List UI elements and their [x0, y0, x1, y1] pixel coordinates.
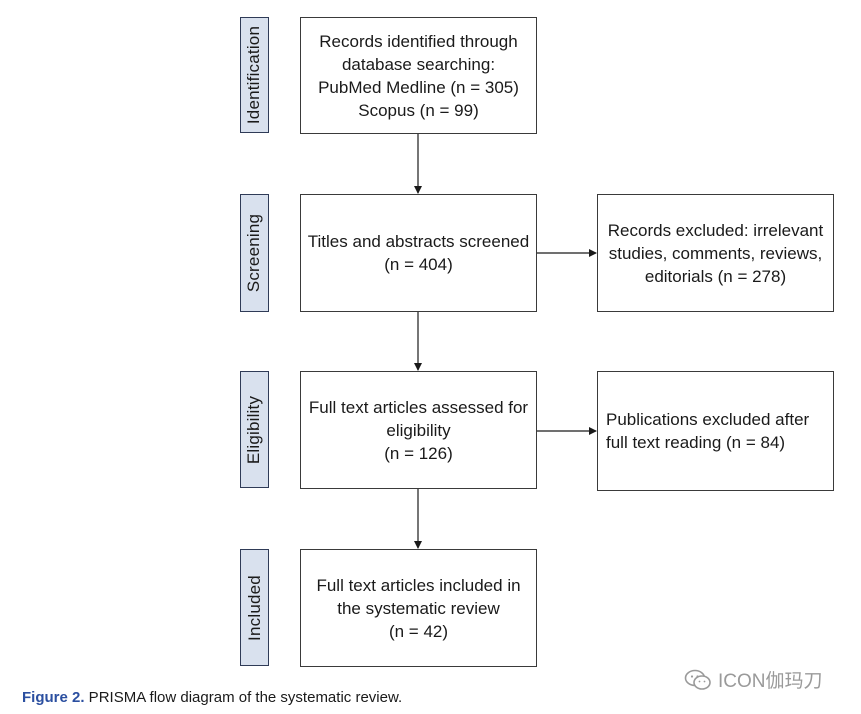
- box-line: database searching:: [341, 54, 496, 74]
- articles-included-box: Full text articles included in the syste…: [300, 549, 537, 667]
- figure-label: Figure 2.: [22, 689, 85, 706]
- box-line: Records identified through: [319, 31, 518, 51]
- box-line: studies, comments, reviews,: [608, 243, 823, 263]
- watermark-text: ICON伽玛刀: [718, 671, 823, 692]
- records-excluded-box: Records excluded: irrelevant studies, co…: [597, 194, 834, 312]
- stage-identification: Identification: [240, 17, 269, 133]
- box-line: PubMed Medline (n = 305): [318, 77, 519, 97]
- box-line: Full text articles included in: [316, 575, 521, 595]
- stage-screening: Screening: [240, 194, 269, 312]
- box-line: the systematic review: [337, 598, 500, 618]
- publications-excluded-box: Publications excluded after full text re…: [597, 371, 834, 491]
- box-line: eligibility: [386, 420, 451, 440]
- box-line: editorials (n = 278): [644, 266, 787, 286]
- box-line: Records excluded: irrelevant: [607, 220, 824, 240]
- caption-text: PRISMA flow diagram of the systematic re…: [84, 689, 403, 706]
- stage-eligibility: Eligibility: [240, 371, 269, 488]
- box-line: full text reading (n = 84): [606, 433, 786, 452]
- titles-screened-box: Titles and abstracts screened (n = 404): [300, 194, 537, 312]
- watermark: ICON伽玛刀: [684, 666, 823, 693]
- wechat-logo-icon: [684, 669, 711, 690]
- box-line: Titles and abstracts screened: [307, 232, 530, 251]
- full-text-assessed-box: Full text articles assessed for eligibil…: [300, 371, 537, 489]
- box-line: Full text articles assessed for: [308, 397, 529, 417]
- stage-included: Included: [240, 549, 269, 666]
- box-line: (n = 404): [384, 255, 453, 274]
- figure-caption: Figure 2. PRISMA flow diagram of the sys…: [22, 689, 402, 706]
- box-line: Publications excluded after: [606, 410, 810, 429]
- box-line: Scopus (n = 99): [358, 100, 479, 120]
- records-identified-box: Records identified through database sear…: [300, 17, 537, 134]
- box-line: (n = 126): [384, 443, 453, 463]
- box-line: (n = 42): [388, 621, 449, 641]
